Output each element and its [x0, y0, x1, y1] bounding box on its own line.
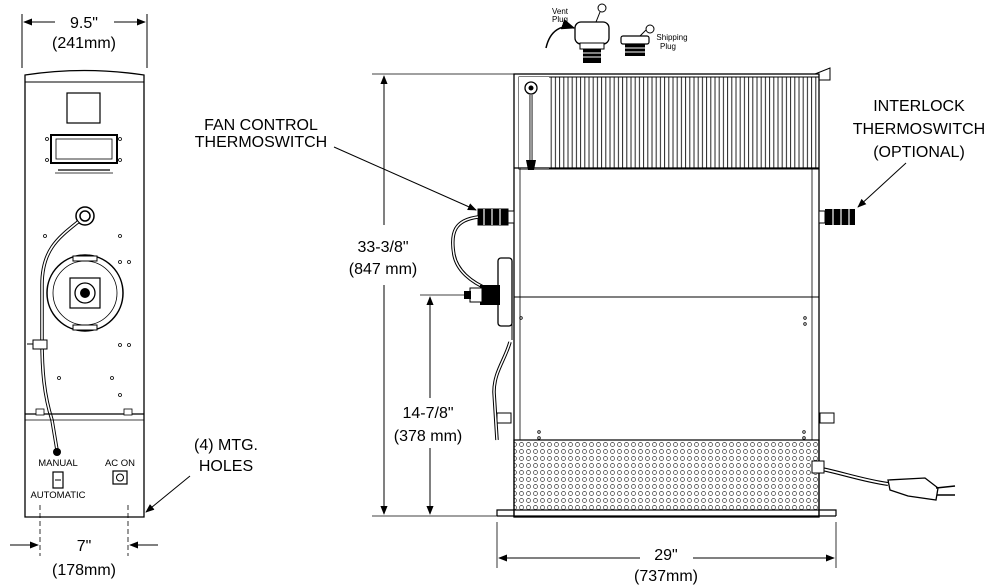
switch-manual-label: MANUAL	[38, 458, 78, 469]
front-screws	[43, 137, 131, 397]
fan-control-callout: FAN CONTROL THERMOSWITCH	[195, 117, 477, 211]
connector-height-mm: (378 mm)	[394, 428, 462, 445]
side-fan-assembly	[464, 257, 513, 340]
side-view: 33-3/8" (847 mm) 14-7/8" (378 mm)	[349, 3, 956, 585]
front-vent-square	[66, 92, 101, 124]
shipping-plug-label-1: Shipping	[656, 33, 687, 42]
interlock-callout: INTERLOCK THERMOSWITCH (OPTIONAL)	[853, 98, 985, 208]
front-width-inches: 9.5"	[70, 15, 98, 32]
holes-callout-line1: (4) MTG.	[194, 437, 258, 454]
height-mm: (847 mm)	[349, 261, 417, 278]
vent-plug-label-1: Vent	[552, 7, 569, 16]
power-cord	[811, 460, 956, 501]
fan-control-line2: THERMOSWITCH	[195, 134, 327, 151]
side-screws	[519, 316, 807, 440]
hole-spacing-mm: (178mm)	[52, 562, 116, 579]
perforated-panel	[513, 439, 820, 511]
fan-control-line1: FAN CONTROL	[204, 117, 318, 134]
fan-control-connector	[451, 208, 515, 292]
holes-callout-line2: HOLES	[199, 458, 253, 475]
width-inches: 29"	[654, 547, 677, 564]
interlock-line3: (OPTIONAL)	[873, 144, 965, 161]
ac-on-label: AC ON	[105, 458, 135, 469]
vent-plug: Vent Plug	[545, 3, 610, 63]
front-label-plate	[50, 134, 118, 164]
height-inches: 33-3/8"	[357, 239, 408, 256]
front-cable-clip	[32, 339, 48, 350]
interlock-line2: THERMOSWITCH	[853, 121, 985, 138]
interlock-connector	[818, 209, 855, 225]
interlock-line1: INTERLOCK	[873, 98, 965, 115]
vent-plug-label-2: Plug	[552, 15, 568, 24]
heatsink-fins	[518, 76, 820, 170]
power-plug	[887, 477, 939, 501]
front-width-mm: (241mm)	[52, 35, 116, 52]
holes-callout: (4) MTG. HOLES	[145, 437, 258, 513]
ac-on-indicator	[112, 470, 128, 485]
width-mm: (737mm)	[634, 568, 698, 585]
shipping-plug-label-2: Plug	[660, 42, 676, 51]
connector-height-inches: 14-7/8"	[402, 405, 453, 422]
hole-spacing-inches: 7"	[77, 538, 92, 555]
shipping-plug: Shipping Plug	[620, 24, 688, 56]
switch-automatic-label: AUTOMATIC	[30, 490, 85, 501]
front-view: 9.5" (241mm)	[10, 14, 158, 579]
